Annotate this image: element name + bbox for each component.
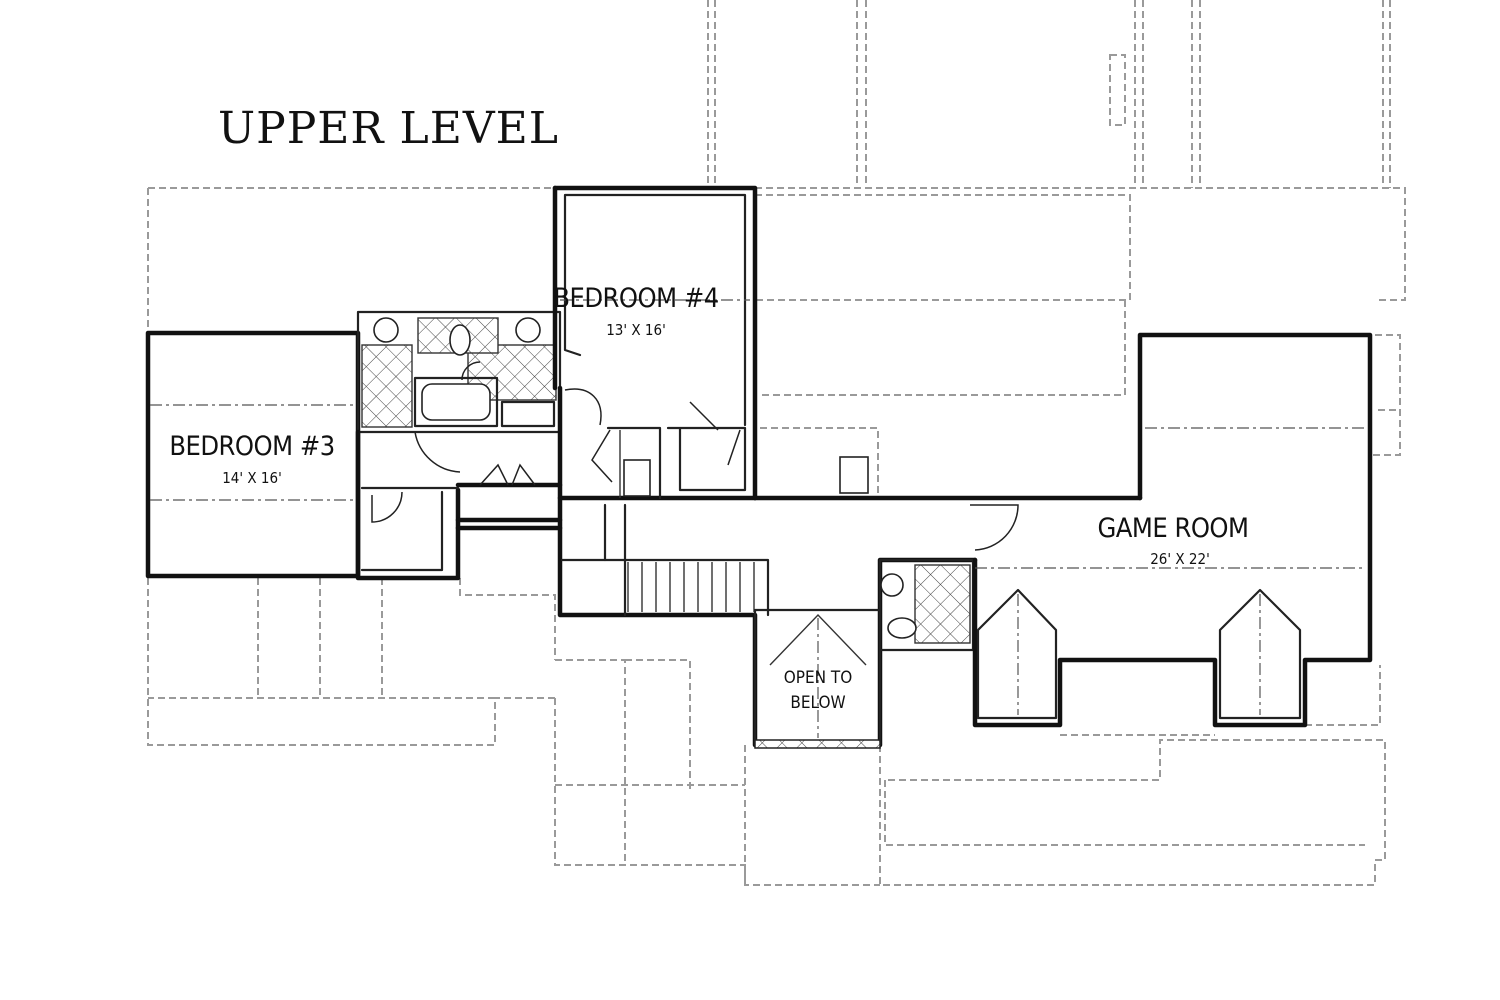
game-room: GAME ROOM 26' X 22' — [972, 332, 1373, 728]
plan-title: UPPER LEVEL — [218, 103, 559, 154]
hall-fixture-icon — [839, 456, 869, 494]
hallway — [557, 495, 1143, 748]
sink-icon — [515, 317, 541, 343]
game-room-bath — [878, 558, 975, 652]
bedroom-4-name: BEDROOM #4 — [553, 283, 718, 314]
left-hall-closets — [355, 429, 563, 581]
bedroom-4: BEDROOM #4 13' X 16' — [552, 185, 758, 501]
sink-icon — [880, 573, 904, 597]
bedroom-3-name: BEDROOM #3 — [169, 431, 334, 462]
toilet-icon — [887, 617, 917, 639]
game-room-dims: 26' X 22' — [1150, 550, 1210, 568]
bedroom-3: BEDROOM #3 14' X 16' — [145, 330, 361, 579]
open-to-below-line1: OPEN TO — [784, 668, 853, 688]
open-to-below: OPEN TO BELOW — [753, 608, 882, 749]
staircase — [627, 562, 755, 612]
game-room-name: GAME ROOM — [1097, 513, 1248, 544]
shared-bathroom — [356, 310, 562, 434]
open-to-below-line2: BELOW — [790, 693, 845, 713]
bedroom-4-dims: 13' X 16' — [606, 321, 666, 339]
bedroom-3-dims: 14' X 16' — [222, 469, 282, 487]
sink-icon — [373, 317, 399, 343]
water-heater-icon — [623, 459, 651, 497]
bedroom-4-closets — [557, 385, 758, 501]
toilet-icon — [449, 324, 471, 356]
lower-level-outline — [147, 0, 1406, 886]
